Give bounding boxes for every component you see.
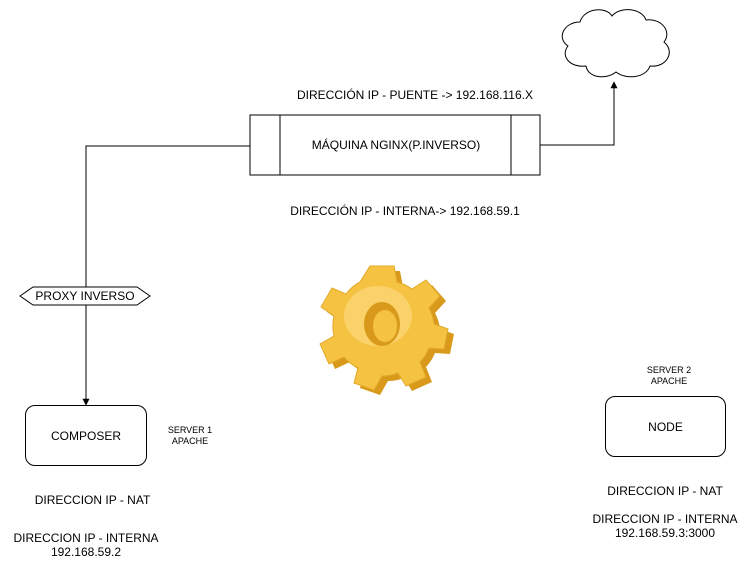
nginx-box[interactable] <box>249 114 541 176</box>
node-box[interactable]: NODE <box>605 396 726 457</box>
connector-nginx-composer <box>82 145 250 406</box>
node-label: NODE <box>648 419 683 434</box>
server1-line1: SERVER 1 <box>167 425 213 435</box>
server2-line1: SERVER 2 <box>646 365 692 375</box>
proxy-label: PROXY INVERSO <box>35 289 135 303</box>
server2-line2: APACHE <box>650 376 688 386</box>
ip-internal-nginx-label: DIRECCIÓN IP - INTERNA-> 192.168.59.1 <box>290 204 520 218</box>
node-ip-value: 192.168.59.3:3000 <box>614 526 716 540</box>
ip-bridge-label: DIRECCIÓN IP - PUENTE -> 192.168.116.X <box>297 88 533 102</box>
proxy-hexagon <box>19 286 151 306</box>
cloud-icon <box>561 9 670 78</box>
node-ip-internal: DIRECCION IP - INTERNA <box>592 512 738 526</box>
composer-ip-nat: DIRECCION IP - NAT <box>34 493 151 507</box>
nginx-box-label[interactable]: MÁQUINA NGINX(P.INVERSO) <box>311 138 481 152</box>
composer-ip-value: 192.168.59.2 <box>50 545 122 559</box>
connector-nginx-cloud <box>540 81 618 146</box>
composer-ip-internal: DIRECCION IP - INTERNA <box>13 531 159 545</box>
composer-label: COMPOSER <box>50 428 121 443</box>
composer-box[interactable]: COMPOSER <box>25 405 147 466</box>
node-ip-nat: DIRECCION IP - NAT <box>607 484 723 498</box>
gear-icon <box>319 265 454 395</box>
server1-line2: APACHE <box>171 436 209 446</box>
